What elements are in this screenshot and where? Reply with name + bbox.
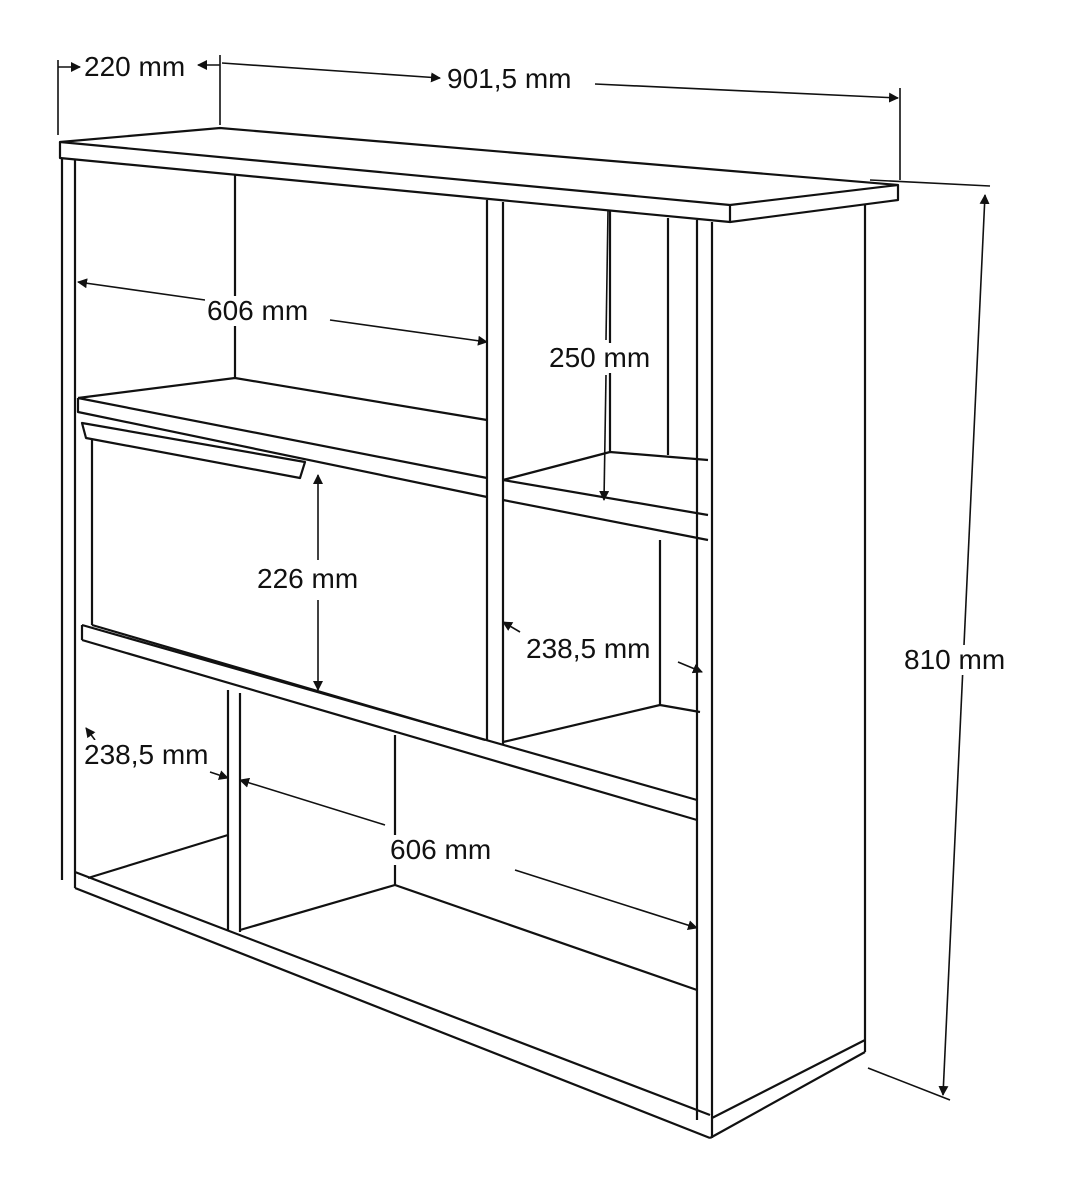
flap-height-label: 226 mm	[255, 563, 361, 594]
middle-right-width-label: 238,5 mm	[524, 633, 653, 664]
width-label: 901,5 mm	[445, 63, 574, 94]
lower-right-width-label: 606 mm	[388, 834, 494, 865]
depth-label: 220 mm	[82, 51, 188, 82]
upper-right-height-label: 250 mm	[547, 342, 653, 373]
upper-left-width-label: 606 mm	[205, 295, 311, 326]
height-label: 810 mm	[902, 644, 1008, 675]
cabinet-outline	[58, 126, 900, 1140]
lower-left-width-label: 238,5 mm	[82, 739, 211, 770]
dimension-lines	[57, 55, 991, 1101]
